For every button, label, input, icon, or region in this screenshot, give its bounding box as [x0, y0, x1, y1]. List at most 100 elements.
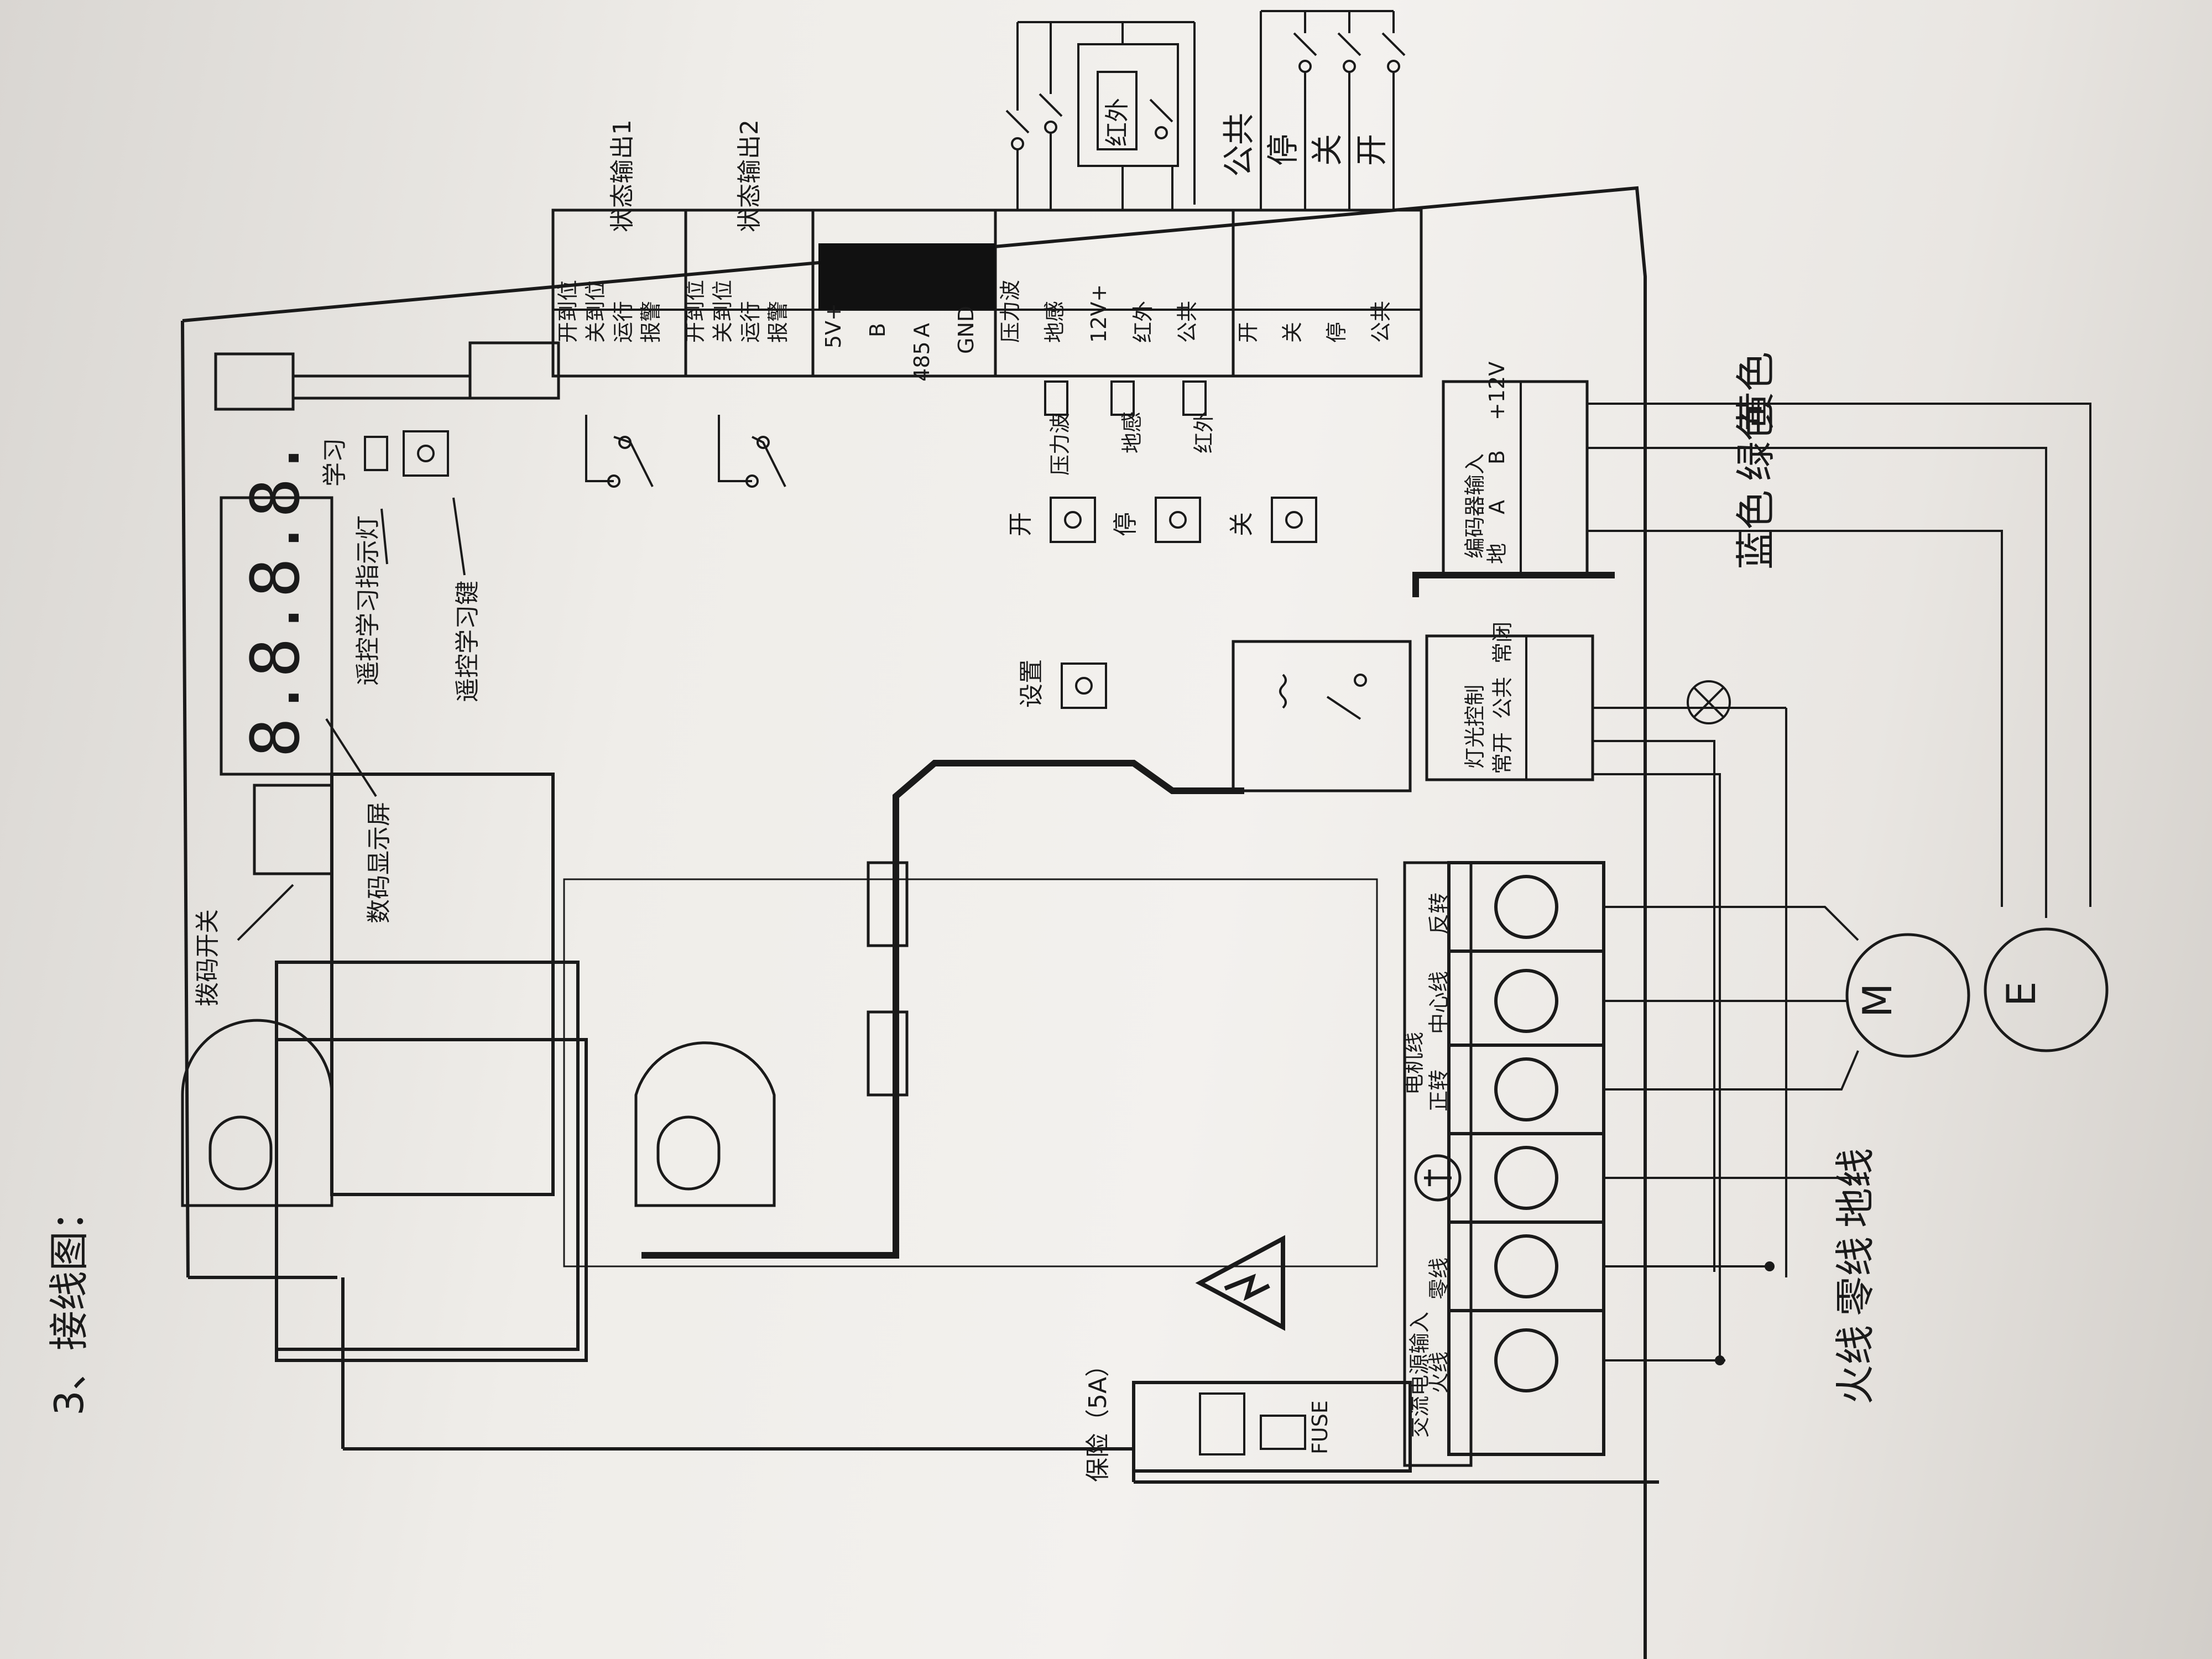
junction — [1715, 1355, 1725, 1365]
status-relay-2 — [718, 415, 786, 488]
terminal-ac-neutral: 零线 — [1427, 1258, 1451, 1300]
terminal-encoder-a: A — [1485, 500, 1509, 514]
terminal-screw[interactable] — [1494, 1234, 1558, 1298]
learn-led — [364, 436, 388, 471]
motor-symbol: M — [1854, 983, 1901, 1018]
label-remote-learn-indicator: 遥控学习指示灯 — [354, 515, 382, 686]
terminal-status1-open: 开到位 — [556, 280, 580, 343]
label-485: 485 — [910, 341, 934, 382]
terminal-screw[interactable] — [1494, 969, 1558, 1033]
terminal-safety-ground: 地感 — [1042, 301, 1067, 343]
light-control-terminal: 灯光控制 常开 公共 常闭 — [1425, 622, 1594, 781]
wires — [1587, 403, 2091, 1361]
terminal-ctrl-common: 公共 — [1369, 301, 1393, 343]
label-ground-sense: 地感 — [1120, 411, 1144, 453]
terminal-ac-live: 火线 — [1427, 1352, 1451, 1394]
connector — [214, 352, 295, 411]
terminal-485-a: A — [910, 323, 934, 337]
label-remote-learn-key: 遥控学习键 — [453, 581, 482, 702]
status-relay-1 — [585, 415, 654, 488]
label-infrared-box: 红外 — [1103, 98, 1131, 147]
terminal-status2-alarm: 报警 — [766, 301, 790, 343]
black-block — [818, 243, 995, 310]
label-blue: 蓝色 — [1733, 490, 1779, 570]
terminal-light-no: 常开 — [1490, 732, 1515, 774]
relay-icon — [1232, 640, 1412, 792]
ground-sense-led-icon — [1110, 380, 1135, 416]
board-outline — [182, 186, 1647, 1659]
isolation-boundary — [641, 572, 1615, 1259]
resistor — [867, 861, 909, 947]
terminal-motor-forward: 正转 — [1427, 1070, 1451, 1112]
terminal-screw[interactable] — [1494, 875, 1558, 939]
label-status-output-1: 状态输出1 — [608, 119, 637, 232]
control-terminal-strip — [551, 208, 1423, 378]
terminal-safety-infrared: 红外 — [1131, 301, 1155, 343]
label-open: 开 — [1353, 134, 1390, 166]
learn-button[interactable] — [403, 430, 449, 477]
terminal-485-5v: 5V+ — [821, 303, 846, 348]
resistor — [867, 1010, 909, 1097]
terminal-screw[interactable] — [1494, 1146, 1558, 1210]
terminal-status1-close: 关到位 — [583, 280, 608, 343]
terminal-encoder-gnd: 地 — [1485, 543, 1509, 564]
close-button[interactable] — [1271, 497, 1317, 543]
terminal-encoder-b: B — [1485, 450, 1509, 465]
terminal-status2-open: 开到位 — [683, 280, 707, 343]
terminal-ctrl-close: 关 — [1280, 322, 1305, 343]
encoder-icon: E — [1984, 927, 2109, 1052]
terminal-motor-center: 中心线 — [1427, 971, 1451, 1034]
terminal-light-com: 公共 — [1490, 677, 1515, 719]
motor-icon: M — [1845, 933, 1970, 1058]
label-live-wire: 火线 — [1832, 1325, 1879, 1405]
label-neutral-wire: 零线 — [1832, 1237, 1879, 1316]
label-ac-power-input: 交流电源输入 — [1407, 1312, 1432, 1438]
label-infrared: 红外 — [1192, 411, 1216, 453]
open-button[interactable] — [1050, 497, 1096, 543]
label-ground-wire: 地线 — [1832, 1148, 1879, 1228]
label-open-button: 开 — [1006, 512, 1035, 536]
terminal-status2-run: 运行 — [738, 301, 763, 343]
digital-display: 8.8.8.8. — [220, 438, 333, 776]
fuse-text: FUSE — [1308, 1400, 1332, 1454]
label-green: 绿色 — [1733, 401, 1779, 481]
label-motor-wire: 电机线 — [1402, 1032, 1426, 1095]
stop-button[interactable] — [1155, 497, 1201, 543]
terminal-status1-alarm: 报警 — [639, 301, 663, 343]
terminal-ctrl-open: 开 — [1236, 322, 1260, 343]
label-encoder-input: 编码器输入 — [1463, 453, 1487, 559]
label-light-control: 灯光控制 — [1463, 685, 1487, 769]
label-set: 设置 — [1018, 659, 1046, 708]
transformer-icon — [181, 773, 1378, 1362]
junction — [1765, 1261, 1775, 1271]
page-heading: 3、接线图： — [46, 1191, 92, 1416]
label-close: 关 — [1308, 134, 1346, 166]
terminal-ctrl-stop: 停 — [1324, 322, 1349, 343]
dip-switch[interactable] — [253, 784, 333, 875]
label-status-output-2: 状态输出2 — [735, 119, 764, 232]
label-yellow: 黄色 — [1733, 352, 1779, 431]
label-digital-display: 数码显示屏 — [365, 802, 393, 924]
terminal-safety-12v: 12V+ — [1087, 284, 1111, 343]
label-stop-button: 停 — [1112, 512, 1140, 536]
set-button[interactable] — [1061, 662, 1107, 709]
lamp-icon — [1687, 680, 1731, 724]
terminal-safety-pressure: 压力波 — [998, 280, 1022, 343]
terminal-screw[interactable] — [1494, 1328, 1558, 1392]
terminal-485-gnd: GND — [954, 306, 978, 354]
pressure-led-icon — [1044, 380, 1068, 416]
encoder-input-terminal: 编码器输入 地 A B +12V — [1442, 362, 1589, 577]
terminal-status2-close: 关到位 — [711, 280, 735, 343]
infrared-led-icon — [1182, 380, 1207, 416]
connector — [468, 341, 560, 400]
connector — [291, 374, 472, 400]
external-control-switches — [1260, 10, 1406, 210]
fuse-block: FUSE — [1132, 1381, 1412, 1473]
label-learn: 学习 — [321, 438, 349, 487]
terminal-screw[interactable] — [1494, 1057, 1558, 1121]
terminal-safety-common: 公共 — [1175, 301, 1199, 343]
main-terminal-block: 交流电源输入 火线 零线 电机线 正转 中心线 反转 — [1402, 861, 1605, 1467]
terminal-485-b: B — [865, 323, 890, 337]
external-switches — [1005, 21, 1196, 210]
